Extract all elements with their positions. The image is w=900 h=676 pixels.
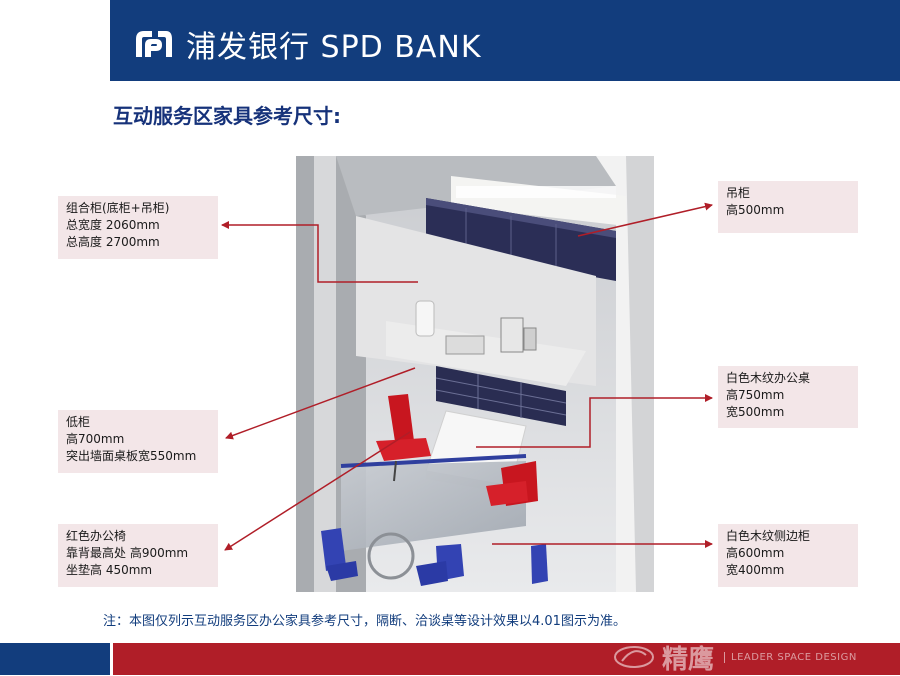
spd-logo-icon xyxy=(136,31,172,57)
label-line: 高700mm xyxy=(66,432,125,446)
label-line: 靠背最高处 高900mm xyxy=(66,546,189,560)
watermark-cn: 精鹰 xyxy=(662,644,715,675)
label-line: 宽500mm xyxy=(726,405,785,419)
leader-logo-icon xyxy=(614,646,654,668)
watermark-en: LEADER SPACE DESIGN xyxy=(724,651,857,663)
footer-divider xyxy=(110,643,113,675)
label-combo-cabinet: 组合柜(底柜+吊柜) 总宽度 2060mm 总高度 2700mm xyxy=(58,196,218,259)
label-line: 高750mm xyxy=(726,388,785,402)
label-line: 宽400mm xyxy=(726,563,785,577)
logo-text: 浦发银行 SPD BANK xyxy=(186,30,482,65)
footer-bar xyxy=(0,643,900,675)
label-hanging-cabinet: 吊柜 高500mm xyxy=(718,181,858,233)
footer-blue-block xyxy=(0,643,110,675)
footnote: 注：本图仅列示互动服务区办公家具参考尺寸，隔断、洽谈桌等设计效果以4.01图示为… xyxy=(103,614,626,629)
label-low-cabinet: 低柜 高700mm 突出墙面桌板宽550mm xyxy=(58,410,218,473)
label-line: 白色木纹侧边柜 xyxy=(726,529,811,543)
label-line: 组合柜(底柜+吊柜) xyxy=(66,201,170,215)
page-title: 互动服务区家具参考尺寸: xyxy=(113,104,341,128)
label-side-cabinet: 白色木纹侧边柜 高600mm 宽400mm xyxy=(718,524,858,587)
label-line: 坐垫高 450mm xyxy=(66,563,153,577)
label-white-desk: 白色木纹办公桌 高750mm 宽500mm xyxy=(718,366,858,428)
label-red-chair: 红色办公椅 靠背最高处 高900mm 坐垫高 450mm xyxy=(58,524,218,587)
label-line: 白色木纹办公桌 xyxy=(726,371,811,385)
label-line: 总宽度 2060mm xyxy=(66,218,160,232)
label-line: 吊柜 xyxy=(726,186,751,200)
bank-logo: 浦发银行 SPD BANK xyxy=(132,22,482,66)
header-bar xyxy=(110,0,900,81)
watermark: 精鹰 LEADER SPACE DESIGN xyxy=(612,640,857,675)
label-line: 红色办公椅 xyxy=(66,529,127,543)
label-line: 低柜 xyxy=(66,415,91,429)
label-line: 突出墙面桌板宽550mm xyxy=(66,449,197,463)
furniture-render-image xyxy=(296,156,654,592)
label-line: 高500mm xyxy=(726,203,785,217)
label-line: 高600mm xyxy=(726,546,785,560)
label-line: 总高度 2700mm xyxy=(66,235,160,249)
